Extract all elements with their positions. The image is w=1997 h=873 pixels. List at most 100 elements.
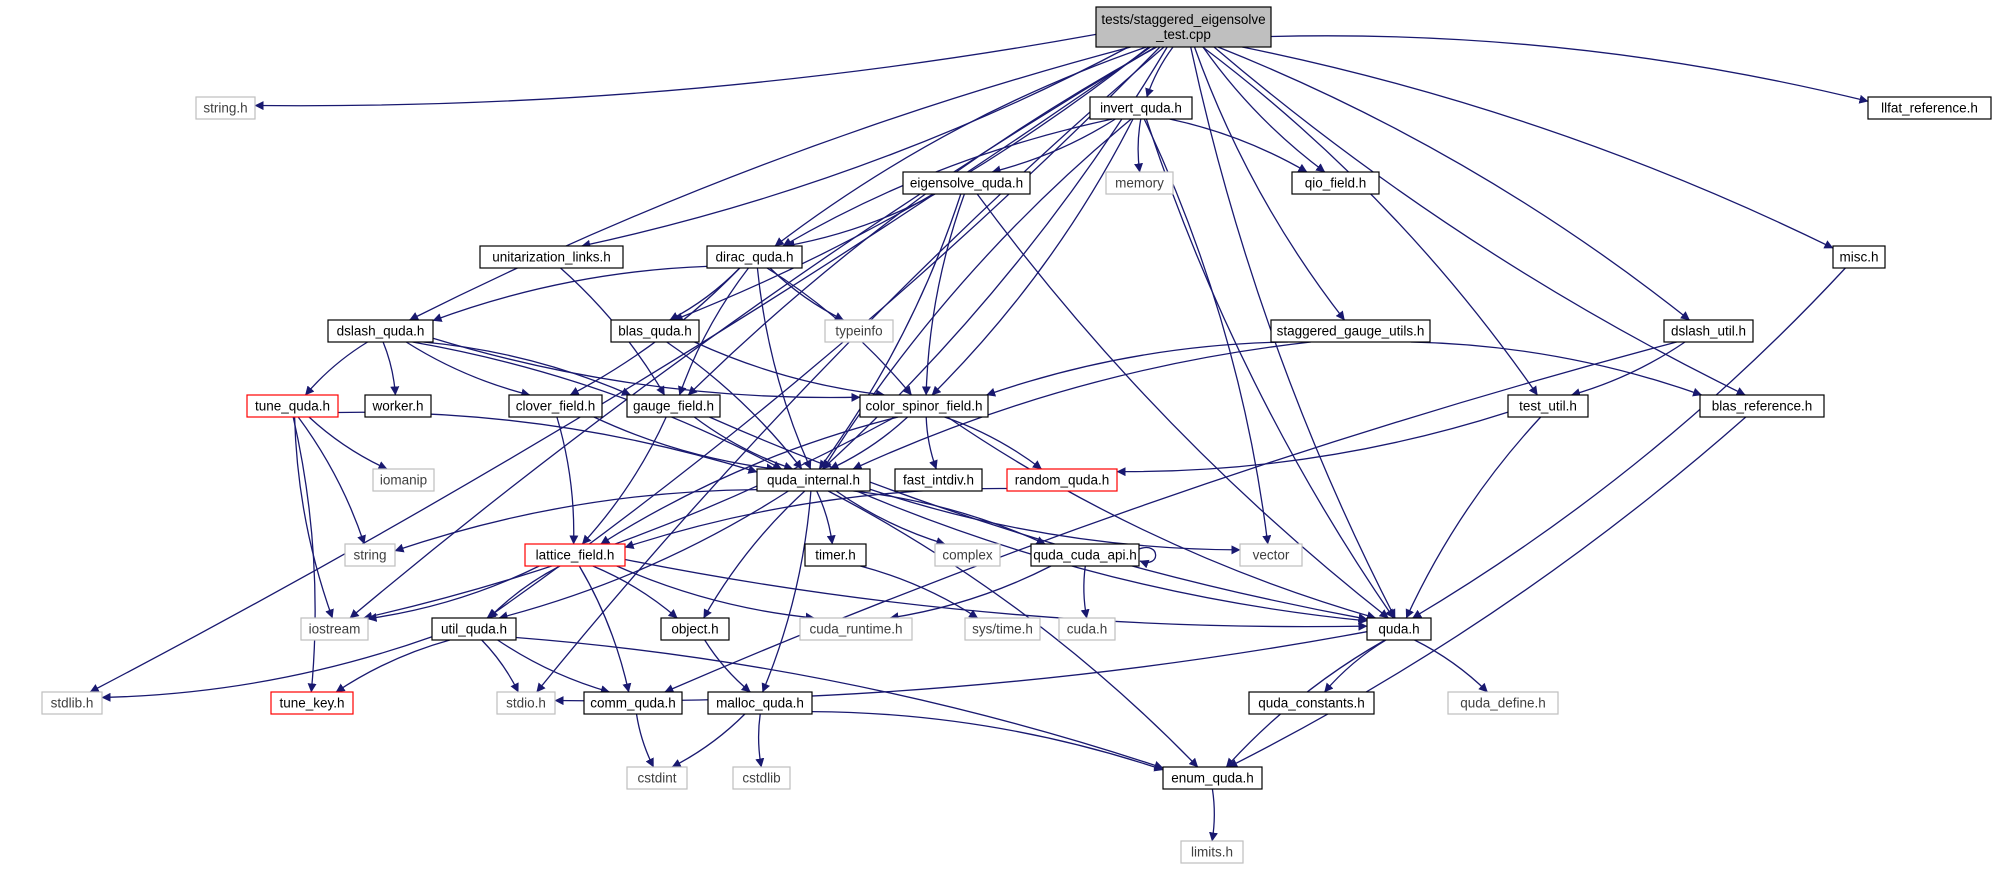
edge-dirac_quda-to-gauge_field [678, 267, 750, 396]
node-fast_intdiv-box [894, 468, 983, 492]
edge-tune_quda-to-iostream [293, 416, 334, 619]
node-staggered_gauge-label: staggered_gauge_utils.h [1277, 324, 1425, 339]
node-limits: limits.h [1180, 840, 1244, 864]
edge-root-to-string_h [254, 33, 1097, 111]
node-color_spinor[interactable]: color_spinor_field.h [859, 394, 989, 418]
node-stdio-box [496, 691, 556, 715]
edge-util_quda-to-enum_quda [515, 636, 1164, 770]
node-typeinfo-label: typeinfo [835, 324, 882, 339]
edge-staggered_gauge-to-color_spinor [986, 341, 1288, 397]
node-lattice_field[interactable]: lattice_field.h [524, 543, 626, 567]
edge-color_spinor-to-iostream [363, 416, 896, 621]
node-malloc_quda[interactable]: malloc_quda.h [707, 691, 813, 715]
node-object[interactable]: object.h [660, 617, 730, 641]
node-gauge_field[interactable]: gauge_field.h [626, 394, 721, 418]
node-vector-label: vector [1253, 548, 1290, 563]
edge-lattice_field-to-comm_quda [578, 565, 632, 693]
node-tune_quda[interactable]: tune_quda.h [246, 394, 339, 418]
node-test_util-label: test_util.h [1519, 399, 1577, 414]
edge-test_util-to-quda_h [1405, 416, 1542, 619]
edge-root-to-stdio [536, 46, 1165, 693]
edge-misc-to-quda_h [1412, 267, 1846, 619]
node-tune_key[interactable]: tune_key.h [270, 691, 354, 715]
node-dirac_quda[interactable]: dirac_quda.h [706, 245, 803, 269]
node-quda_h-label: quda.h [1378, 622, 1419, 637]
node-iomanip-box [372, 468, 435, 492]
node-root-label: _test.cpp [1155, 27, 1211, 42]
node-limits-label: limits.h [1191, 845, 1233, 860]
node-gauge_field-box [626, 394, 721, 418]
node-util_quda-box [431, 617, 517, 641]
node-util_quda[interactable]: util_quda.h [431, 617, 517, 641]
node-misc[interactable]: misc.h [1832, 245, 1886, 269]
node-object-box [660, 617, 730, 641]
edge-quda_h-to-quda_define [1414, 639, 1488, 693]
node-quda_internal[interactable]: quda_internal.h [756, 468, 871, 492]
node-dslash_quda[interactable]: dslash_quda.h [327, 319, 434, 343]
node-dslash_quda-box [327, 319, 434, 343]
edge-quda_h-to-quda_constants [1324, 639, 1387, 693]
node-enum_quda-box [1162, 766, 1263, 790]
node-stdio: stdio.h [496, 691, 556, 715]
node-stdlib-box [41, 691, 103, 715]
node-eigensolve_quda[interactable]: eigensolve_quda.h [902, 171, 1031, 195]
node-typeinfo-box [824, 319, 894, 343]
node-timer-box [804, 543, 867, 567]
node-sys_time-box [964, 617, 1041, 641]
node-color_spinor-label: color_spinor_field.h [865, 399, 982, 414]
node-memory-label: memory [1115, 176, 1164, 191]
node-staggered_gauge[interactable]: staggered_gauge_utils.h [1270, 319, 1431, 343]
edge-root-to-staggered_gauge [1193, 46, 1346, 321]
node-llfat_ref[interactable]: llfat_reference.h [1867, 96, 1992, 120]
node-fast_intdiv[interactable]: fast_intdiv.h [894, 468, 983, 492]
node-unitarization[interactable]: unitarization_links.h [479, 245, 624, 269]
node-cstdint-box [626, 766, 688, 790]
node-random_quda[interactable]: random_quda.h [1006, 468, 1118, 492]
node-iostream: iostream [300, 617, 369, 641]
node-blas_ref[interactable]: blas_reference.h [1699, 394, 1825, 418]
node-worker[interactable]: worker.h [364, 394, 432, 418]
edge-eigensolve_quda-to-color_spinor [921, 193, 966, 396]
node-quda_define-box [1447, 691, 1559, 715]
edge-staggered_gauge-to-quda_internal [852, 341, 1311, 470]
node-cuda_runtime: cuda_runtime.h [799, 617, 913, 641]
node-test_util[interactable]: test_util.h [1507, 394, 1589, 418]
node-clover_field[interactable]: clover_field.h [508, 394, 603, 418]
node-quda_cuda_api-label: quda_cuda_api.h [1033, 548, 1137, 563]
edge-lattice_field-to-util_quda [488, 565, 561, 619]
node-quda_h[interactable]: quda.h [1366, 617, 1432, 641]
node-timer[interactable]: timer.h [804, 543, 867, 567]
edge-quda_h-to-stdio [554, 631, 1368, 706]
node-complex-box [934, 543, 1001, 567]
edge-invert_quda-to-quda_internal [822, 118, 1132, 470]
node-enum_quda[interactable]: enum_quda.h [1162, 766, 1263, 790]
node-comm_quda-label: comm_quda.h [590, 696, 676, 711]
node-blas_quda[interactable]: blas_quda.h [610, 319, 700, 343]
node-cuda_runtime-box [799, 617, 913, 641]
node-root[interactable]: tests/staggered_eigensolve_test.cpp [1095, 6, 1272, 48]
edge-root-to-iostream [349, 46, 1156, 619]
node-iomanip-label: iomanip [380, 473, 427, 488]
node-cstdint-label: cstdint [637, 771, 676, 786]
node-quda_cuda_api[interactable]: quda_cuda_api.h [1030, 543, 1140, 567]
edge-quda_internal-to-enum_quda [827, 490, 1199, 768]
node-dslash_util[interactable]: dslash_util.h [1663, 319, 1754, 343]
node-gauge_field-label: gauge_field.h [633, 399, 714, 414]
node-cstdlib: cstdlib [732, 766, 791, 790]
edge-invert_quda-to-color_spinor [931, 118, 1134, 396]
edge-eigensolve_quda-to-quda_h [976, 193, 1389, 619]
node-comm_quda[interactable]: comm_quda.h [583, 691, 683, 715]
node-qio_field-label: qio_field.h [1305, 176, 1367, 191]
edge-invert_quda-to-qio_field [1169, 118, 1308, 173]
node-worker-box [364, 394, 432, 418]
node-invert_quda[interactable]: invert_quda.h [1089, 96, 1193, 120]
node-qio_field[interactable]: qio_field.h [1291, 171, 1380, 195]
node-quda_constants[interactable]: quda_constants.h [1248, 691, 1375, 715]
node-cuda_h-box [1058, 617, 1116, 641]
edge-root-to-dslash_quda [409, 46, 1131, 321]
edge-blas_ref-to-enum_quda [1228, 416, 1747, 768]
node-string-label: string [353, 548, 386, 563]
edge-quda_cuda_api-to-cuda_h [1080, 565, 1090, 619]
edge-gauge_field-to-lattice_field [581, 416, 667, 545]
node-quda_cuda_api-box [1030, 543, 1140, 567]
